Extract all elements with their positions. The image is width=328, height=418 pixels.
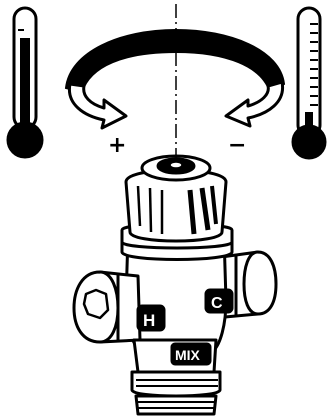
minus-sign: − xyxy=(228,133,246,158)
thermometer-hot-icon xyxy=(8,8,42,157)
rotation-arrow-icon xyxy=(66,30,284,128)
thermometer-cold-icon xyxy=(293,8,325,158)
plus-sign: + xyxy=(108,133,126,158)
hot-inlet-port xyxy=(74,272,140,342)
hot-port-label: H xyxy=(143,311,155,330)
adjustment-knob[interactable] xyxy=(126,156,226,241)
cold-port-label: C xyxy=(211,295,223,312)
mixing-valve xyxy=(74,156,276,414)
mix-outlet-label: MIX xyxy=(175,347,201,363)
